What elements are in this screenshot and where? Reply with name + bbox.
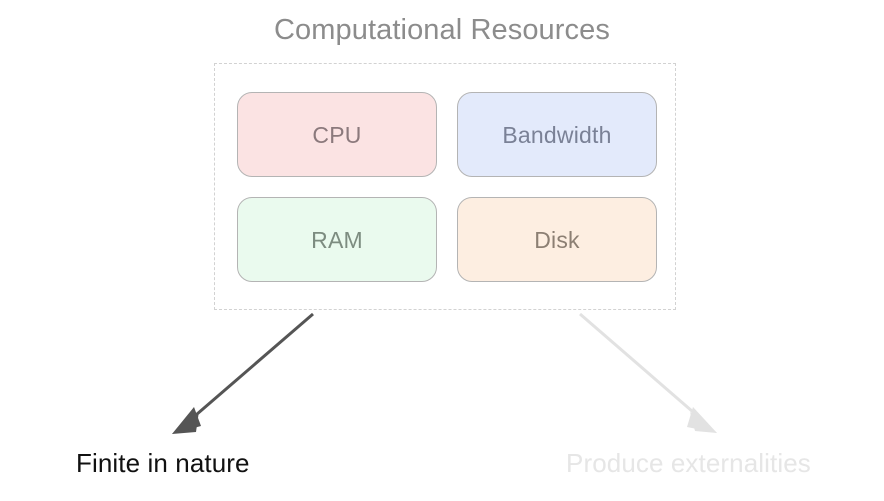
resource-box-bandwidth[interactable]: Bandwidth — [457, 92, 657, 177]
caption-produce-externalities: Produce externalities — [566, 448, 811, 478]
resource-box-bandwidth-label: Bandwidth — [502, 121, 612, 148]
caption-finite-in-nature: Finite in nature — [76, 448, 250, 478]
resource-box-disk[interactable]: Disk — [457, 197, 657, 282]
resource-box-disk-label: Disk — [534, 226, 580, 253]
arrow-to-finite-icon — [172, 312, 314, 434]
resource-grid: CPU Bandwidth RAM Disk — [237, 92, 657, 282]
resource-group-container: CPU Bandwidth RAM Disk — [214, 63, 676, 310]
resource-box-ram-label: RAM — [311, 226, 363, 253]
resource-box-cpu[interactable]: CPU — [237, 92, 437, 177]
resource-box-cpu-label: CPU — [312, 121, 362, 148]
page-title: Computational Resources — [274, 14, 610, 46]
resource-box-ram[interactable]: RAM — [237, 197, 437, 282]
arrow-to-externalities-icon — [579, 312, 717, 433]
